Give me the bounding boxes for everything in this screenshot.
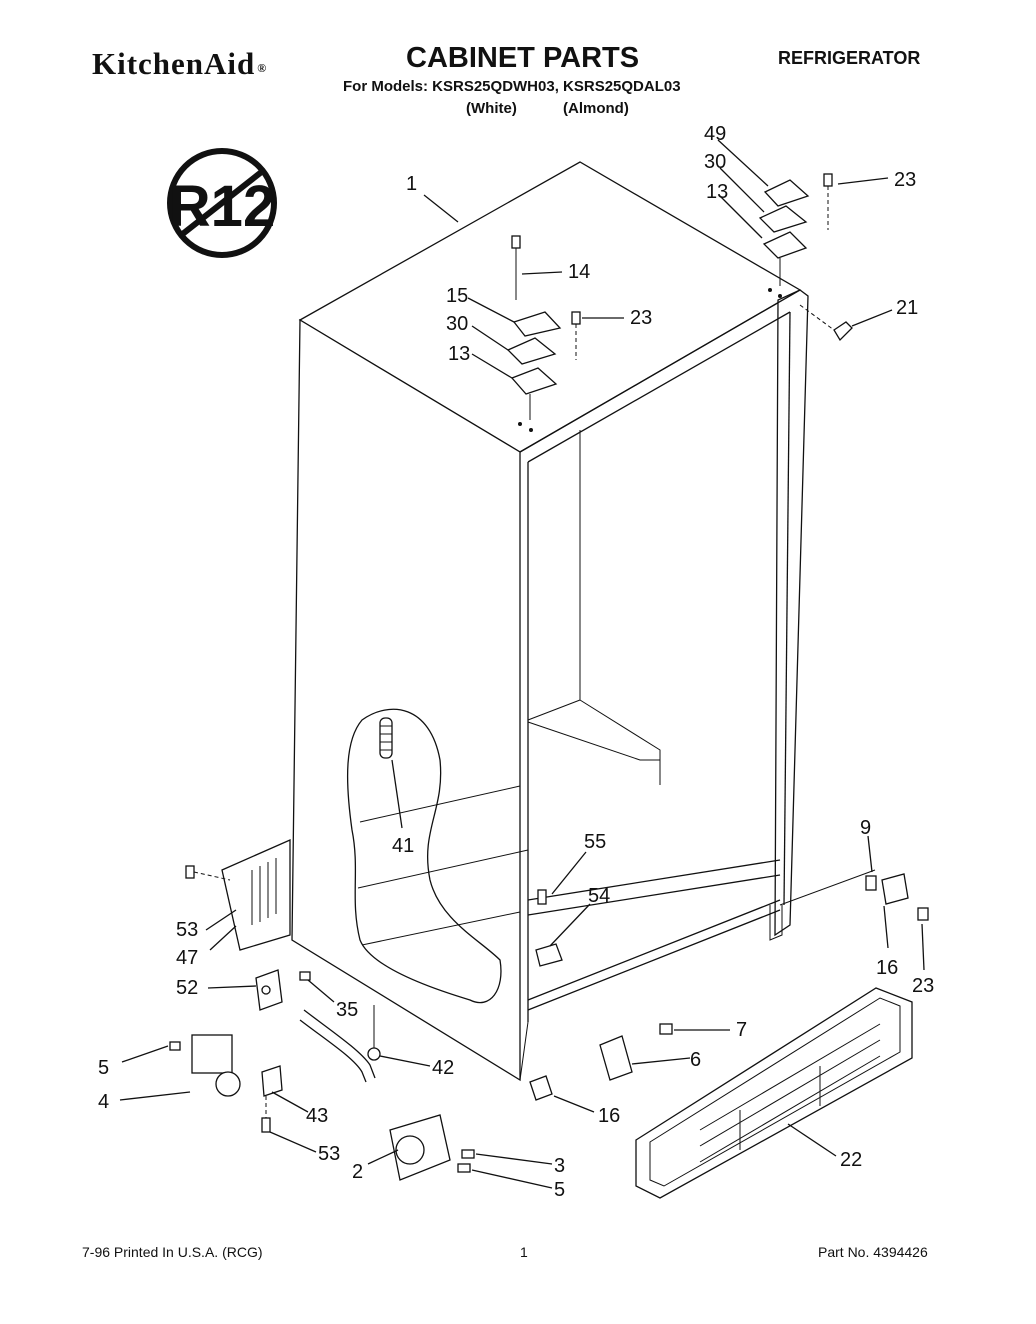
page-title: CABINET PARTS: [406, 42, 640, 74]
callout-16: 16: [598, 1105, 620, 1127]
badge-slash: [178, 167, 266, 239]
hinge-cover-49: [763, 179, 810, 207]
screw-7: [659, 1023, 673, 1035]
callout-30-top: 30: [704, 151, 726, 173]
callout-23: 23: [630, 307, 652, 329]
callout-6: 6: [690, 1049, 701, 1071]
brand-logo: KitchenAid®: [92, 46, 267, 82]
screw-55: [537, 889, 547, 905]
callout-16-right: 16: [876, 957, 898, 979]
part-9-16-right: [865, 873, 929, 921]
callout-47: 47: [176, 947, 198, 969]
hinge-shim-30: [506, 337, 557, 365]
variant-white: (White): [466, 100, 517, 117]
cutaway-view: [346, 708, 502, 1004]
callout-35: 35: [336, 999, 358, 1021]
callout-43: 43: [306, 1105, 328, 1127]
brand-name: KitchenAid: [92, 46, 256, 81]
screw-3: [461, 1149, 475, 1159]
hinge-cover-15: [512, 311, 562, 337]
footer-part-number: Part No. 4394426: [818, 1244, 928, 1260]
callout-53: 53: [318, 1143, 340, 1165]
toe-grille-22: [635, 987, 913, 1199]
roller-2: [389, 1114, 475, 1181]
screw-5a: [169, 1041, 181, 1051]
shim-9: [865, 875, 877, 891]
clip-43: [261, 1065, 283, 1133]
leader-lines: [119, 139, 925, 1189]
cabinet-right-side: [774, 289, 809, 937]
callout-14: 14: [568, 261, 590, 283]
footer-page-number: 1: [520, 1244, 528, 1260]
part-41-coil: [379, 717, 403, 829]
callout-55: 55: [584, 831, 606, 853]
footer-print-info: 7-96 Printed In U.S.A. (RCG): [82, 1244, 263, 1260]
r12-badge: R12: [167, 148, 277, 258]
clip-16b: [881, 873, 909, 905]
callout-1: 1: [406, 173, 417, 195]
part-54-leveler: [535, 889, 563, 967]
callout-9: 9: [860, 817, 871, 839]
screw-53b: [261, 1117, 271, 1133]
badge-text: R12: [169, 174, 275, 239]
top-hinge-right: [758, 173, 833, 298]
callout-52: 52: [176, 977, 198, 999]
callout-3: 3: [554, 1155, 565, 1177]
callout-4: 4: [98, 1091, 109, 1113]
callout-54: 54: [588, 885, 610, 907]
callout-23-top: 23: [894, 169, 916, 191]
hinge-13b: [762, 231, 808, 259]
callout-5-left: 5: [98, 1057, 109, 1079]
hinge-13: [510, 367, 558, 395]
model-numbers: For Models: KSRS25QDWH03, KSRS25QDAL03: [343, 78, 681, 95]
screw-23c: [917, 907, 929, 921]
part-6-bracket: [599, 1023, 673, 1081]
variant-almond: (Almond): [563, 100, 629, 117]
callout-23-right: 23: [912, 975, 934, 997]
callout-15: 15: [446, 285, 468, 307]
cabinet-body: [291, 161, 876, 1082]
part-16-clip: [529, 1075, 553, 1101]
callout-13: 13: [448, 343, 470, 365]
screw-5b: [457, 1163, 471, 1173]
cover-47: [221, 839, 291, 951]
screw-53a: [185, 865, 195, 879]
hinge-shim-30b: [758, 205, 808, 233]
callout-42: 42: [432, 1057, 454, 1079]
rear-access-cover: [185, 839, 291, 951]
callout-2: 2: [352, 1161, 363, 1183]
callout-7: 7: [736, 1019, 747, 1041]
appliance-category: REFRIGERATOR: [778, 48, 921, 68]
callout-49: 49: [704, 123, 726, 145]
top-hinge-center: [506, 235, 581, 432]
part-21-pin: [799, 304, 853, 342]
callout-labels: 1 49 30 13 23 14 15 30 23 13 21 41 9 55 …: [98, 123, 934, 1201]
screw-23a: [571, 311, 581, 325]
tube-42: [299, 1005, 381, 1083]
callout-5: 5: [554, 1179, 565, 1201]
screw-35: [299, 971, 311, 981]
roller-4: [169, 1034, 241, 1097]
callout-41: 41: [392, 835, 414, 857]
registered-mark: ®: [257, 61, 268, 75]
part-52-bracket: [255, 969, 311, 1011]
callout-53-top: 53: [176, 919, 198, 941]
badge-circle: [167, 148, 277, 258]
callout-22: 22: [840, 1149, 862, 1171]
callout-30: 30: [446, 313, 468, 335]
callout-13-top: 13: [706, 181, 728, 203]
callout-21: 21: [896, 297, 918, 319]
screw-23b: [823, 173, 833, 187]
screw-14: [511, 235, 521, 249]
